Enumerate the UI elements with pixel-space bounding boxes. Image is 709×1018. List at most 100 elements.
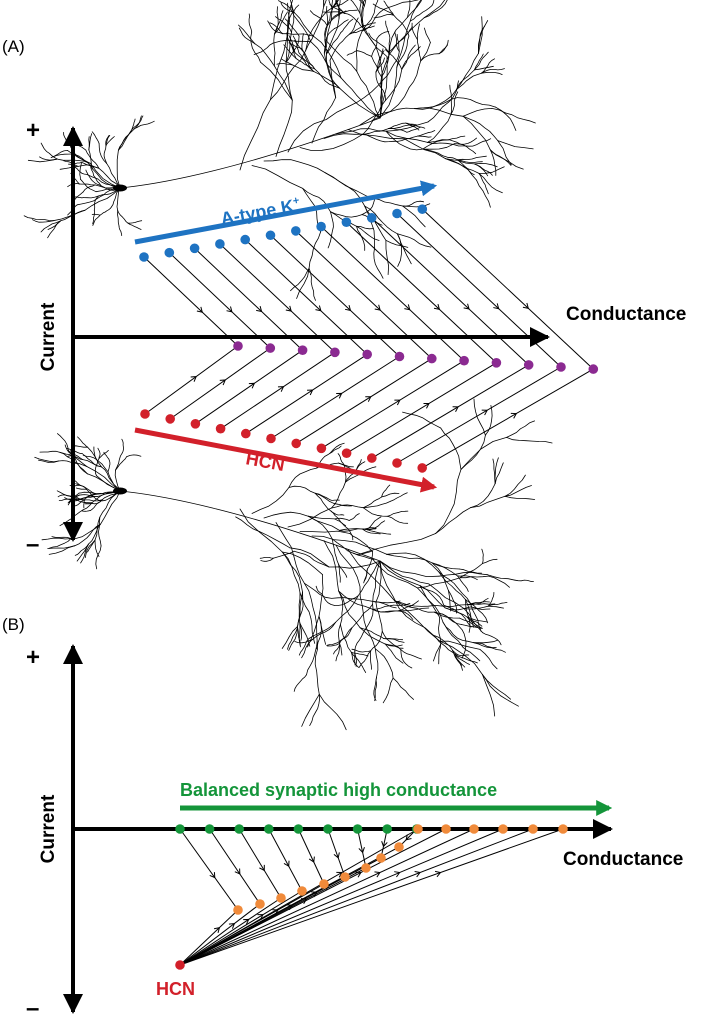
- connector-arrowhead: [315, 305, 322, 312]
- connector-arrowhead: [452, 406, 459, 412]
- hcn-ray-line: [179, 897, 282, 966]
- panel-a-minus-sign: –: [26, 531, 39, 558]
- hcn-ray-line: [179, 828, 447, 966]
- a-type-dot: [417, 204, 428, 214]
- balanced-connector-line: [380, 828, 388, 859]
- a-type-dot: [265, 230, 276, 241]
- a-type-connector-line: [396, 213, 562, 368]
- a-type-connector-line: [371, 217, 530, 366]
- hcn-dot: [392, 458, 402, 468]
- balanced-connector-line: [357, 828, 367, 869]
- connector-arrowhead: [405, 834, 412, 841]
- neuron-bottom-image: [34, 398, 553, 731]
- balanced-connector-line: [327, 828, 346, 878]
- resultant-dot: [469, 824, 479, 834]
- balanced-dot: [175, 824, 185, 834]
- a-type-connector-line: [346, 221, 497, 364]
- balanced-dot: [323, 824, 333, 834]
- hcn-ray-line: [179, 828, 419, 966]
- connector-arrowhead: [374, 304, 381, 311]
- panel-a-label: (A): [2, 37, 25, 56]
- panel-b-x-axis-label: Conductance: [563, 849, 683, 870]
- balanced-dot: [264, 824, 274, 834]
- connector-arrowhead: [283, 860, 290, 868]
- connector-arrowhead: [463, 303, 470, 310]
- resultant-dot: [459, 355, 469, 366]
- resultant-dot: [556, 362, 566, 372]
- hcn-label-a: HCN: [244, 448, 286, 475]
- connector-arrowhead: [259, 864, 265, 872]
- hcn-ray-line: [179, 828, 504, 966]
- connector-arrowhead: [381, 841, 388, 848]
- a-type-dot: [341, 217, 352, 227]
- hcn-dot: [417, 463, 428, 473]
- panel-b-y-axis-label: Current: [38, 794, 59, 863]
- hcn-dot: [190, 419, 201, 429]
- connector-arrowhead: [196, 306, 203, 313]
- connector-arrowhead: [481, 409, 489, 416]
- resultant-dot: [441, 824, 451, 834]
- balanced-dot: [382, 824, 393, 834]
- balanced-connector-line: [179, 828, 239, 911]
- resultant-dot: [340, 872, 350, 882]
- resultant-dot: [558, 824, 568, 834]
- resultant-dot: [276, 893, 286, 903]
- hcn-dot: [367, 453, 377, 463]
- connector-arrowhead: [256, 306, 263, 313]
- a-type-label: A-type K+: [219, 195, 302, 229]
- a-type-dot: [392, 208, 402, 219]
- a-type-connector-line: [320, 226, 465, 362]
- panel-b: (B) + – Current Conductance Balanced syn…: [2, 615, 683, 1018]
- connector-arrowhead: [433, 303, 441, 311]
- panel-b-plus-sign: +: [26, 644, 40, 671]
- balanced-connector-line: [297, 828, 325, 885]
- a-type-connector-line: [168, 252, 271, 349]
- hcn-ray-line: [179, 828, 534, 966]
- hcn-connector-line: [371, 364, 529, 459]
- hcn-dot: [291, 438, 302, 449]
- resultant-dot: [233, 905, 243, 915]
- a-type-dot: [291, 226, 301, 236]
- resultant-dot: [588, 364, 599, 374]
- a-type-connector-line: [295, 230, 433, 359]
- connector-arrowhead: [277, 386, 285, 392]
- hcn-ray-line: [179, 828, 564, 966]
- a-type-connector-line: [270, 234, 400, 357]
- balanced-dot: [234, 824, 244, 834]
- ray-arrowhead: [355, 871, 362, 878]
- resultant-dot: [427, 353, 437, 364]
- ray-arrowhead: [257, 914, 264, 920]
- connector-arrowhead: [365, 396, 372, 402]
- hcn-connector-line: [195, 349, 303, 425]
- hcn-dot: [316, 443, 327, 454]
- resultant-dot: [523, 360, 534, 370]
- connector-arrowhead: [234, 868, 241, 875]
- connector-arrowhead: [308, 856, 315, 863]
- hcn-dot: [241, 428, 251, 439]
- a-type-connector-line: [219, 243, 336, 353]
- hcn-ray-line: [179, 903, 261, 966]
- resultant-dot: [528, 824, 538, 834]
- resultant-dot: [319, 879, 329, 889]
- connector-arrowhead: [209, 872, 216, 879]
- hcn-connector-line: [245, 353, 368, 435]
- balanced-dot: [352, 824, 363, 834]
- connector-arrowhead: [307, 389, 314, 396]
- ray-arrowhead: [228, 922, 236, 929]
- hcn-ray-line: [179, 828, 475, 966]
- ray-arrowhead: [414, 871, 421, 878]
- a-type-dot: [215, 239, 225, 249]
- balanced-connector-line: [268, 828, 303, 892]
- connector-arrowhead: [344, 304, 352, 312]
- connector-arrowhead: [219, 379, 227, 386]
- panel-a-connectors: [143, 208, 594, 469]
- connector-arrowhead: [358, 847, 365, 854]
- connector-arrowhead: [226, 306, 233, 313]
- balanced-connector-line: [238, 828, 282, 899]
- hcn-connector-line: [270, 356, 400, 439]
- a-type-dot: [316, 221, 326, 232]
- a-type-connector-line: [421, 208, 594, 370]
- connector-arrowhead: [333, 852, 340, 859]
- resultant-dot: [265, 343, 276, 353]
- hcn-ray-line: [179, 909, 239, 966]
